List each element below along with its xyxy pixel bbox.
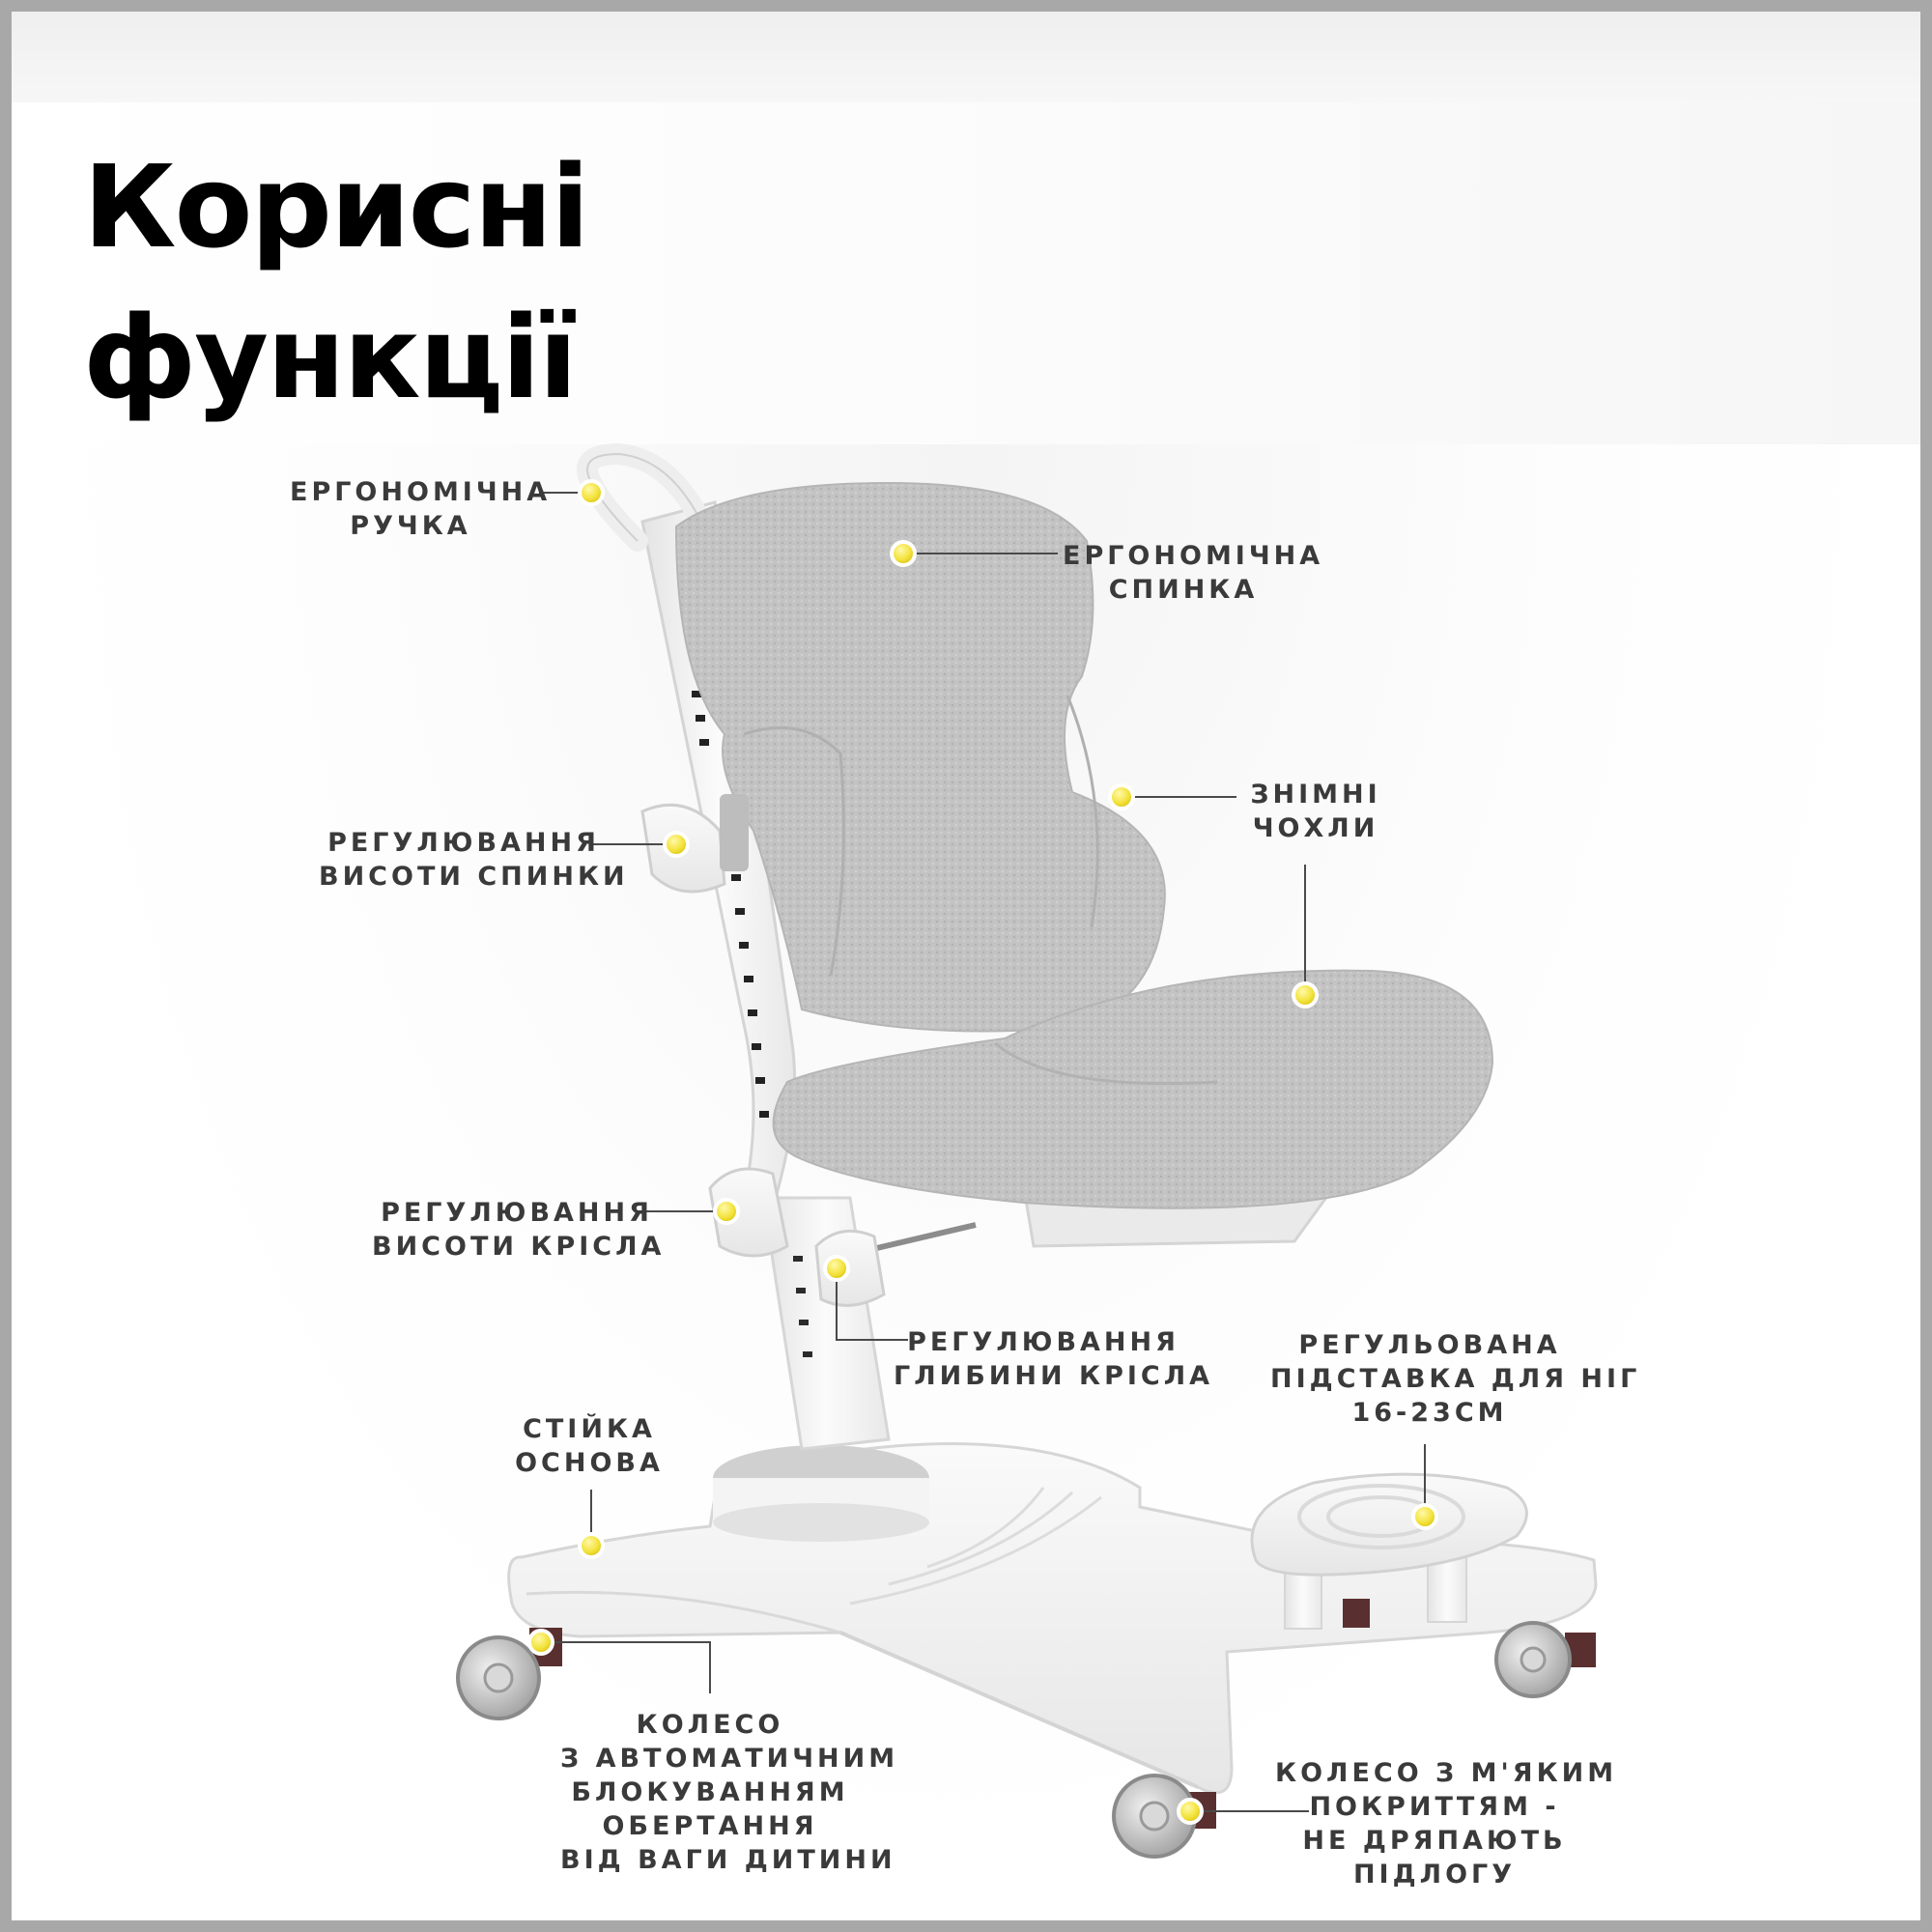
label-soft-wheel: КОЛЕСО З М'ЯКИМ ПОКРИТТЯМ - НЕ ДРЯПАЮТЬ … (1275, 1756, 1618, 1891)
label-lock-wheel-line-2: З АВТОМАТИЧНИМ (560, 1744, 899, 1774)
label-lock-wheel-line-3: БЛОКУВАННЯМ (571, 1777, 849, 1807)
wheel-front-center (1112, 1774, 1216, 1859)
label-lock-wheel-line-5: ВІД ВАГИ ДИТИНИ (560, 1845, 896, 1875)
label-handle-line-2: РУЧКА (350, 511, 471, 541)
marker-covers-seat (1292, 981, 1319, 1009)
page-title-line-2: функції (83, 291, 578, 424)
label-covers: ЗНІМНІ ЧОХЛИ (1238, 778, 1393, 845)
wheel-right (1494, 1621, 1596, 1698)
label-seat-depth-line-1: РЕГУЛЮВАННЯ (907, 1327, 1179, 1357)
label-lock-wheel-line-1: КОЛЕСО (636, 1710, 784, 1740)
marker-soft-wheel (1177, 1798, 1204, 1825)
marker-lock-wheel (527, 1629, 554, 1656)
seat-height-knob (708, 1167, 789, 1258)
marker-handle (578, 479, 605, 506)
label-base-line-2: ОСНОВА (515, 1448, 664, 1478)
label-base-line-1: СТІЙКА (523, 1414, 656, 1444)
title-band (12, 102, 1920, 444)
label-seat-depth: РЕГУЛЮВАННЯ ГЛИБИНИ КРІСЛА (894, 1325, 1214, 1393)
marker-base (578, 1532, 605, 1559)
footrest (1250, 1472, 1528, 1630)
label-footrest: РЕГУЛЬОВАНА ПІДСТАВКА ДЛЯ НІГ 16-23СМ (1270, 1328, 1641, 1430)
top-band (12, 12, 1920, 102)
wheel-front-left (456, 1628, 562, 1720)
label-soft-wheel-line-2: ПОКРИТТЯМ - (1309, 1792, 1560, 1822)
marker-footrest (1411, 1503, 1438, 1530)
label-handle-line-1: ЕРГОНОМІЧНА (290, 477, 552, 507)
label-covers-line-1: ЗНІМНІ (1250, 780, 1381, 810)
label-soft-wheel-line-1: КОЛЕСО З М'ЯКИМ (1275, 1758, 1618, 1788)
page-title-line-1: Корисні (83, 140, 590, 273)
label-backrest: ЕРГОНОМІЧНА СПИНКА (1063, 539, 1324, 607)
marker-backrest (890, 540, 917, 567)
label-footrest-line-3: 16-23СМ (1351, 1398, 1508, 1428)
marker-back-height (663, 831, 690, 858)
label-back-height-line-1: РЕГУЛЮВАННЯ (327, 828, 600, 858)
wheel-back (1343, 1599, 1370, 1628)
label-soft-wheel-line-3: НЕ ДРЯПАЮТЬ (1302, 1826, 1567, 1856)
label-seat-height: РЕГУЛЮВАННЯ ВИСОТИ КРІСЛА (372, 1196, 662, 1264)
label-back-height: РЕГУЛЮВАННЯ ВИСОТИ СПИНКИ (319, 826, 629, 894)
label-backrest-line-1: ЕРГОНОМІЧНА (1063, 541, 1324, 571)
seat (772, 969, 1494, 1248)
label-base: СТІЙКА ОСНОВА (502, 1412, 676, 1480)
label-covers-line-2: ЧОХЛИ (1252, 813, 1379, 843)
label-handle: ЕРГОНОМІЧНА РУЧКА (290, 475, 552, 543)
marker-covers-back (1108, 783, 1135, 810)
label-lock-wheel-line-4: ОБЕРТАННЯ (602, 1811, 818, 1841)
marker-seat-depth (823, 1255, 850, 1282)
label-lock-wheel: КОЛЕСО З АВТОМАТИЧНИМ БЛОКУВАННЯМ ОБЕРТА… (560, 1708, 899, 1877)
label-back-height-line-2: ВИСОТИ СПИНКИ (319, 862, 629, 892)
label-footrest-line-2: ПІДСТАВКА ДЛЯ НІГ (1270, 1364, 1641, 1394)
label-seat-depth-line-2: ГЛИБИНИ КРІСЛА (894, 1361, 1214, 1391)
label-soft-wheel-line-4: ПІДЛОГУ (1352, 1860, 1517, 1889)
seat-depth-knob (814, 1222, 977, 1307)
marker-seat-height (713, 1198, 740, 1225)
feature-markers (527, 479, 1438, 1825)
label-seat-height-line-2: ВИСОТИ КРІСЛА (372, 1232, 666, 1262)
label-seat-height-line-1: РЕГУЛЮВАННЯ (381, 1198, 653, 1228)
label-backrest-line-2: СПИНКА (1108, 575, 1259, 605)
page-title: Корисні функції (83, 131, 590, 433)
leader-lines (539, 492, 1426, 1812)
chair-base (507, 1442, 1598, 1795)
label-footrest-line-1: РЕГУЛЬОВАНА (1298, 1330, 1561, 1360)
